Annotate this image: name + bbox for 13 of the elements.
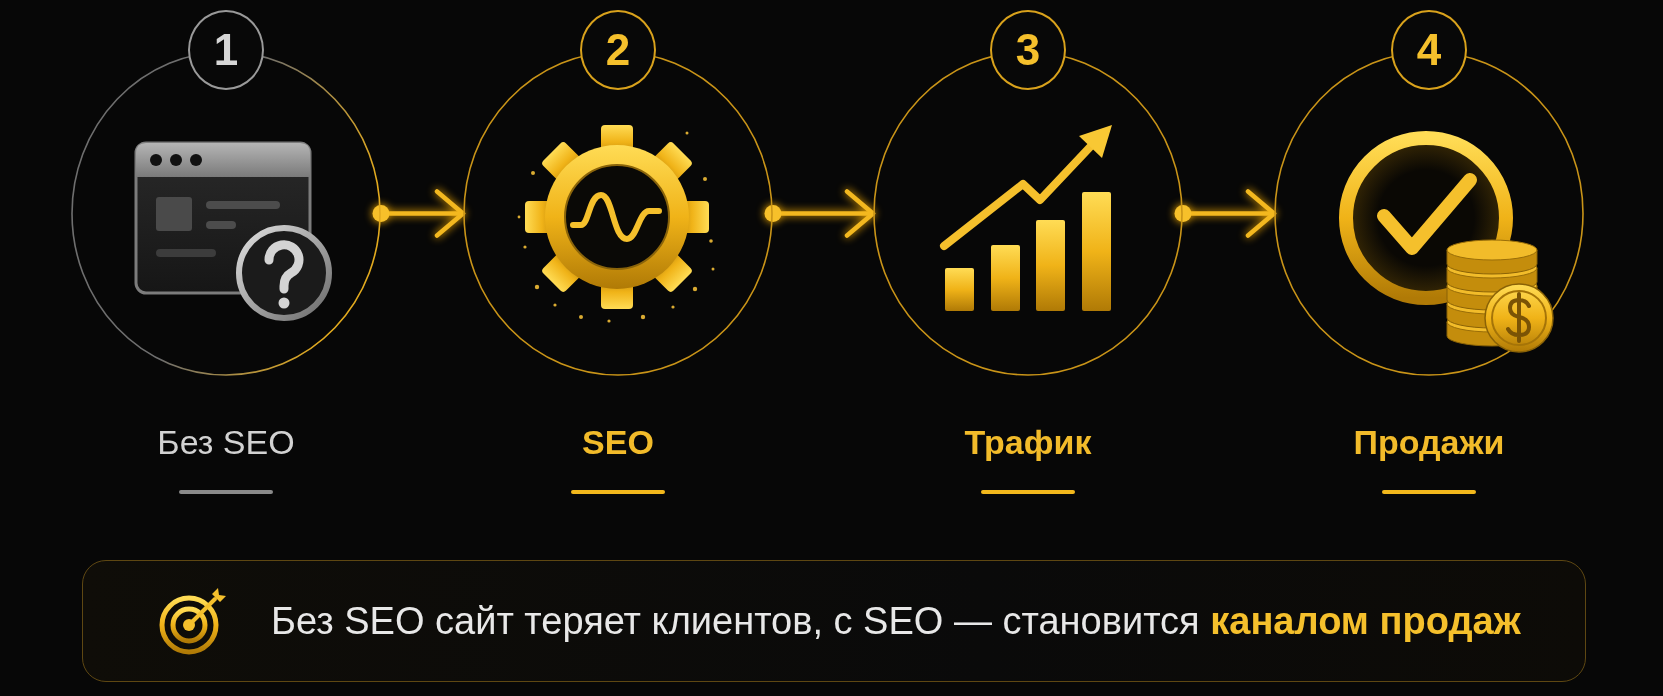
- step-number-circle: 4: [1391, 10, 1467, 90]
- step-number-circle: 2: [580, 10, 656, 90]
- step-number-circle: 1: [188, 10, 264, 90]
- step-number-circle: 3: [990, 10, 1066, 90]
- step-label: Без SEO: [157, 422, 295, 462]
- summary-text: Без SEO сайт теряет клиентов, с SEO — становится каналом продаж: [271, 598, 1521, 644]
- arrow: [372, 189, 466, 238]
- step-label: SEO: [582, 422, 654, 462]
- step-label: Продажи: [1353, 422, 1505, 462]
- arrow: [1174, 189, 1277, 238]
- summary-banner: [82, 560, 1586, 682]
- arrow: [764, 189, 876, 238]
- step-label: Трафик: [964, 422, 1092, 462]
